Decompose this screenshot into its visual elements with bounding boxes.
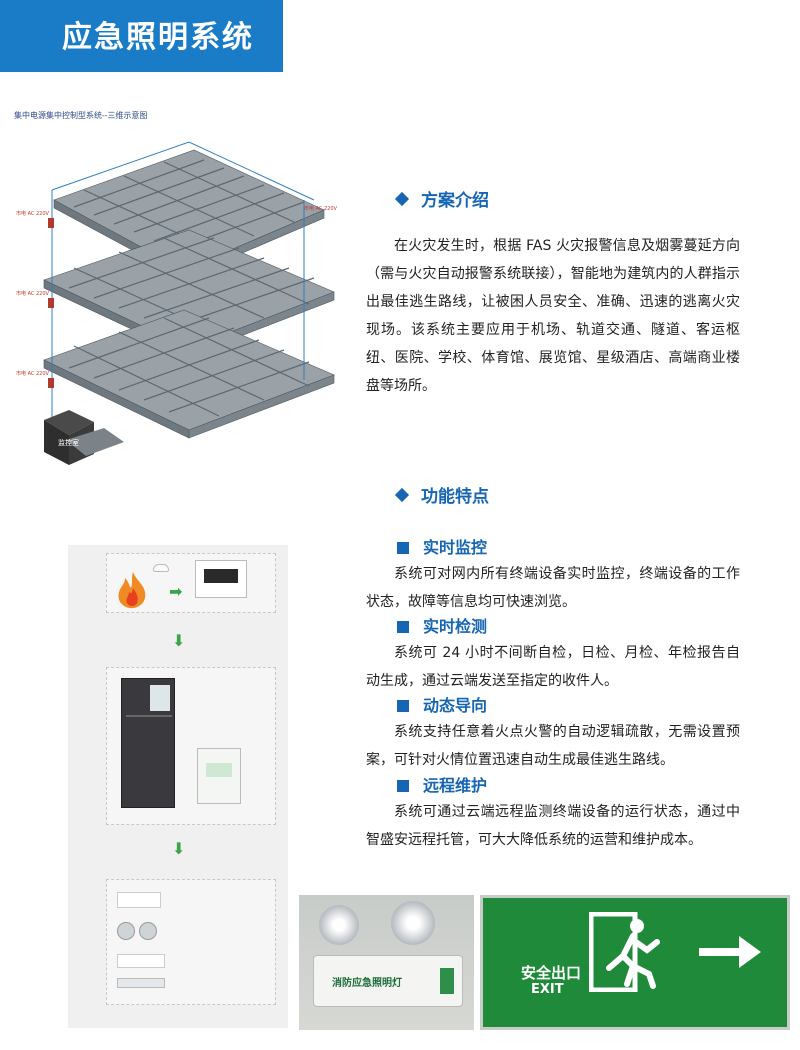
lamp-head-left: [319, 905, 359, 945]
right-arrow-icon: [699, 936, 761, 968]
feature-title-maintenance: 远程维护: [397, 772, 487, 796]
square-bullet-icon: [397, 621, 409, 633]
diamond-icon: [394, 191, 410, 207]
exit-sign-photo: 安全出口 EXIT: [480, 895, 790, 1030]
exit-sign-cn: 安全出口: [521, 964, 582, 982]
power-labels: 市电 AC 220V 市电 AC 220V 市电 AC 220V 市电 AC 2…: [16, 205, 338, 377]
emergency-lamp-photo: 消防应急照明灯: [299, 895, 474, 1030]
terminal-box: [106, 879, 276, 1005]
terminal-lamp: [117, 892, 161, 908]
running-man-icon: [589, 912, 660, 992]
building-illustration: 市电 AC 220V 市电 AC 220V 市电 AC 220V 市电 AC 2…: [16, 141, 338, 465]
lamp-label: 消防应急照明灯: [332, 978, 402, 989]
svg-text:市电 AC 220V: 市电 AC 220V: [16, 370, 50, 377]
square-bullet-icon: [397, 780, 409, 792]
green-arrow-icon: ➡: [169, 582, 183, 601]
square-bullet-icon: [397, 700, 409, 712]
diagram-caption: 集中电源集中控制型系统--三维示意图: [14, 111, 148, 120]
feature-title-testing: 实时检测: [397, 613, 487, 637]
svg-text:市电 AC 220V: 市电 AC 220V: [16, 290, 50, 297]
fas-panel: [195, 560, 247, 598]
control-cabinet: [121, 678, 175, 808]
smoke-detector-icon: [153, 564, 169, 572]
plan-description: 在火灾发生时，根据 FAS 火灾报警信息及烟雾蔓延方向（需与火灾自动报警系统联接…: [366, 238, 740, 394]
feature-title-guidance: 动态导向: [397, 692, 487, 716]
square-bullet-icon: [397, 542, 409, 554]
exit-sign-en: EXIT: [531, 982, 564, 997]
svg-text:市电 AC 220V: 市电 AC 220V: [16, 210, 50, 217]
cabinet-units: [48, 218, 54, 388]
floor-1: [43, 309, 335, 439]
building-3d-diagram: 集中电源集中控制型系统--三维示意图: [14, 100, 354, 465]
alarm-box: ➡: [106, 553, 276, 613]
plan-heading: 方案介绍: [394, 186, 489, 211]
strip-lamp: [117, 978, 165, 988]
svg-text:市电 AC 220V: 市电 AC 220V: [304, 205, 338, 212]
feature-text-testing: 系统可 24 小时不间断自检，日检、月检、年检报告自动生成，通过云端发送至指定的…: [366, 645, 740, 689]
control-box: [106, 667, 276, 825]
monitor-room: [44, 410, 124, 465]
lamp-head-right: [391, 901, 435, 945]
monitor-panel: [197, 748, 241, 804]
indicator-lamp: [117, 954, 165, 968]
round-light-icon: [139, 922, 157, 940]
fire-icon: [118, 572, 146, 609]
down-arrow-icon: ⬇: [172, 839, 186, 858]
features-heading: 功能特点: [394, 482, 489, 507]
feature-text-monitoring: 系统可对网内所有终端设备实时监控，终端设备的工作状态，故障等信息均可快速浏览。: [366, 566, 740, 610]
feature-text-guidance: 系统支持任意着火点火警的自动逻辑疏散，无需设置预案，可针对火情位置迅速自动生成最…: [366, 724, 740, 768]
page-title: 应急照明系统: [62, 20, 254, 55]
down-arrow-icon: ⬇: [172, 631, 186, 650]
feature-title-monitoring: 实时监控: [397, 534, 487, 558]
diamond-icon: [394, 487, 410, 503]
monitor-room-label: 监控室: [58, 439, 79, 447]
workflow-illustration: ➡ ⬇ ⬇: [68, 545, 288, 1028]
round-light-icon: [117, 922, 135, 940]
lamp-body: 消防应急照明灯: [313, 955, 463, 1007]
feature-text-maintenance: 系统可通过云端远程监测终端设备的运行状态，通过中智盛安远程托管，可大大降低系统的…: [366, 804, 740, 848]
title-bar: 应急照明系统: [0, 0, 283, 72]
